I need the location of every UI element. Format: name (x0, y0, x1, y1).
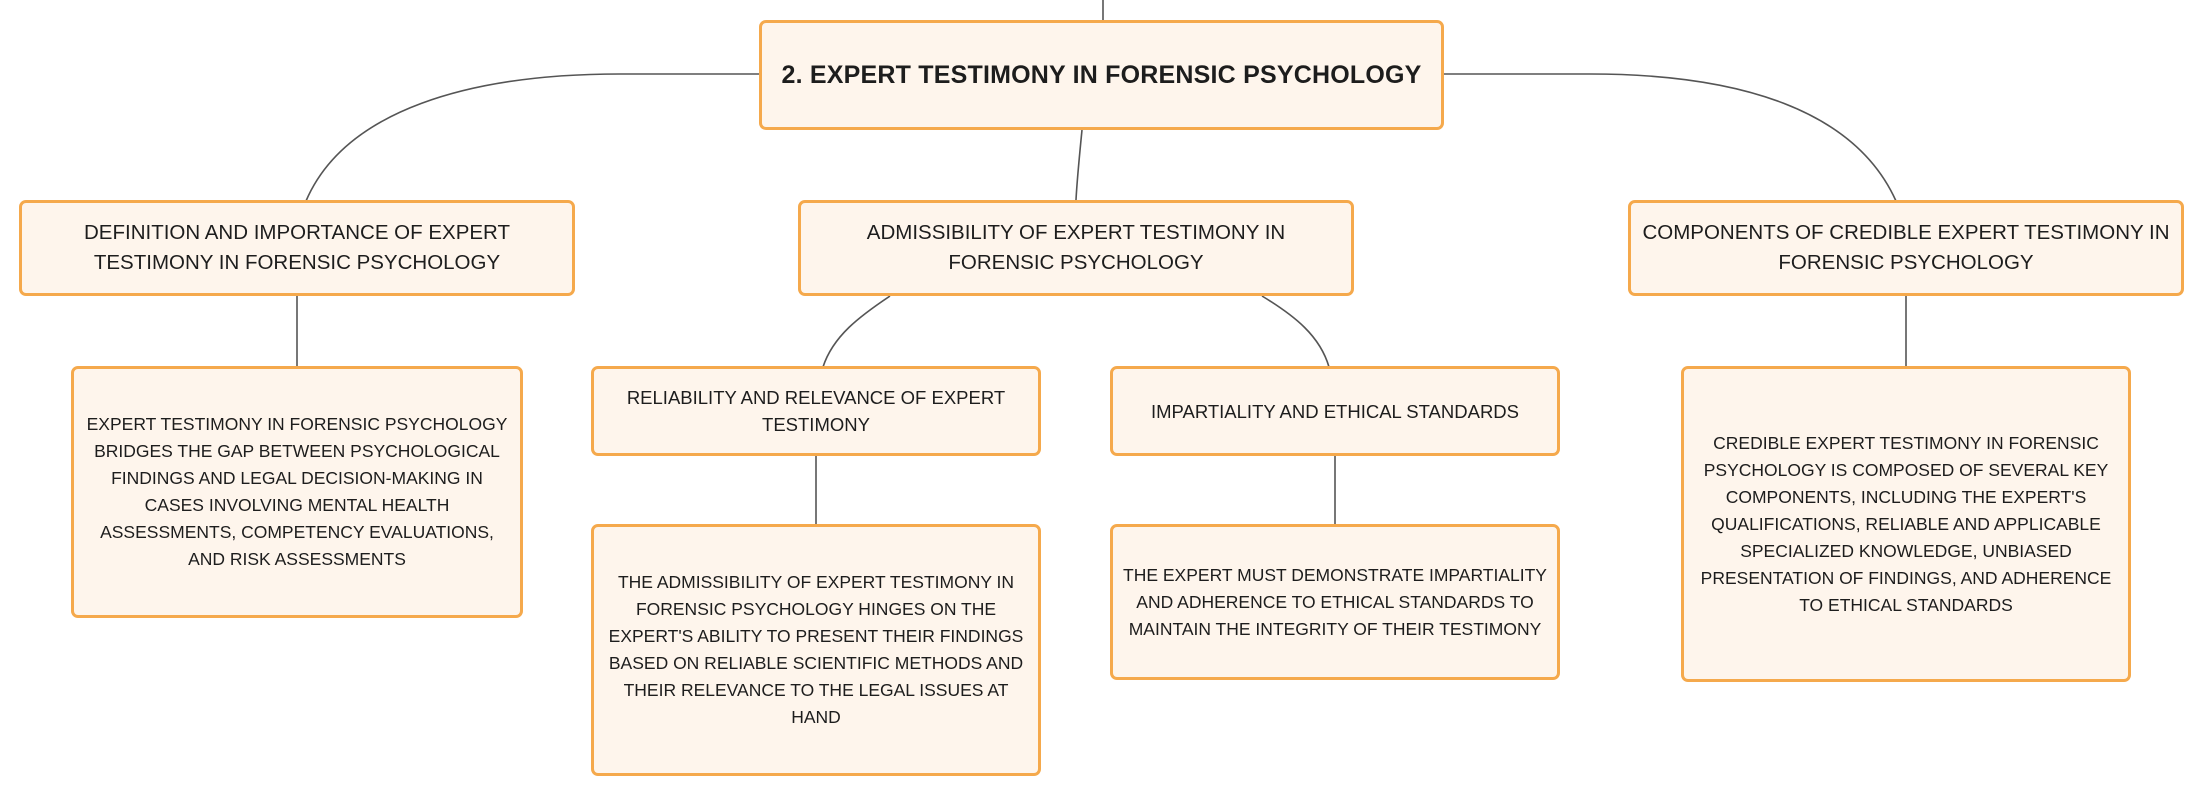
subbranch-node-impartiality[interactable]: IMPARTIALITY AND ETHICAL STANDARDS (1110, 366, 1560, 456)
connector-admissibility-to-impartiality (1261, 295, 1330, 368)
detail-node-text: THE EXPERT MUST DEMONSTRATE IMPARTIALITY… (1123, 564, 1547, 639)
detail-node-text: EXPERT TESTIMONY IN FORENSIC PSYCHOLOGY … (86, 414, 508, 569)
branch-node-label: DEFINITION AND IMPORTANCE OF EXPERT TEST… (84, 221, 510, 274)
detail-node-components[interactable]: CREDIBLE EXPERT TESTIMONY IN FORENSIC PS… (1681, 366, 2131, 682)
branch-node-label: ADMISSIBILITY OF EXPERT TESTIMONY IN FOR… (866, 221, 1286, 274)
branch-node-components[interactable]: COMPONENTS OF CREDIBLE EXPERT TESTIMONY … (1628, 200, 2184, 296)
branch-node-label: COMPONENTS OF CREDIBLE EXPERT TESTIMONY … (1642, 221, 2170, 274)
detail-node-impartiality[interactable]: THE EXPERT MUST DEMONSTRATE IMPARTIALITY… (1110, 524, 1560, 680)
connector-root-to-admissibility (1075, 129, 1083, 201)
subbranch-node-reliability[interactable]: RELIABILITY AND RELEVANCE OF EXPERT TEST… (591, 366, 1041, 456)
detail-node-definition[interactable]: EXPERT TESTIMONY IN FORENSIC PSYCHOLOGY … (71, 366, 523, 618)
subbranch-node-label: IMPARTIALITY AND ETHICAL STANDARDS (1150, 400, 1520, 422)
root-node-label: 2. EXPERT TESTIMONY IN FORENSIC PSYCHOLO… (781, 60, 1422, 89)
subbranch-node-label: RELIABILITY AND RELEVANCE OF EXPERT TEST… (626, 387, 1006, 435)
branch-node-definition[interactable]: DEFINITION AND IMPORTANCE OF EXPERT TEST… (19, 200, 575, 296)
connector-root-to-definition (305, 73, 759, 202)
detail-node-text: THE ADMISSIBILITY OF EXPERT TESTIMONY IN… (608, 572, 1024, 727)
root-node[interactable]: 2. EXPERT TESTIMONY IN FORENSIC PSYCHOLO… (759, 20, 1444, 130)
detail-node-text: CREDIBLE EXPERT TESTIMONY IN FORENSIC PS… (1700, 432, 2112, 615)
detail-node-reliability[interactable]: THE ADMISSIBILITY OF EXPERT TESTIMONY IN… (591, 524, 1041, 776)
connector-root-to-components (1444, 73, 1897, 202)
connector-admissibility-to-reliability (822, 295, 891, 368)
branch-node-admissibility[interactable]: ADMISSIBILITY OF EXPERT TESTIMONY IN FOR… (798, 200, 1354, 296)
